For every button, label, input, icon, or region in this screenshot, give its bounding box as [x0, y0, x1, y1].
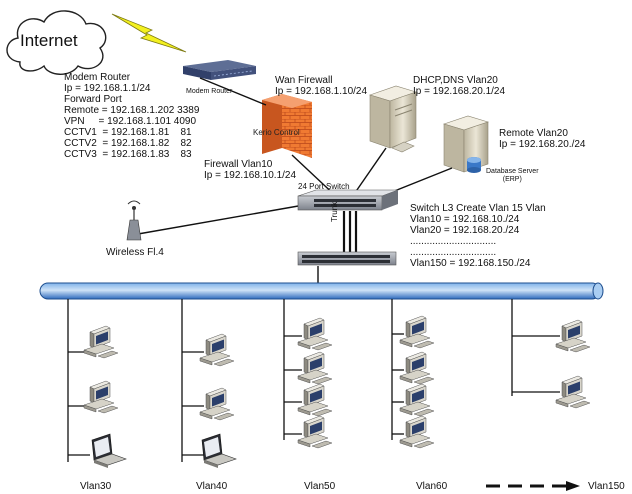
- switch-l3-line: ...............................: [410, 236, 497, 247]
- wan-firewall-ip: Ip = 192.168.1.10/24: [275, 86, 368, 97]
- desktop-pc-icon: [399, 415, 435, 449]
- lan-firewall-info: Firewall Vlan10 Ip = 192.168.10.1/24: [204, 159, 296, 181]
- forward-entry: VPN = 192.168.1.101 4090: [64, 116, 197, 127]
- switch-icon: [297, 251, 397, 266]
- firewall-icon: [262, 94, 312, 158]
- wireless-label: Wireless Fl.4: [106, 247, 164, 258]
- arrow-right-icon: [486, 481, 580, 491]
- desktop-pc-icon: [399, 351, 435, 385]
- lan-firewall-ip: Ip = 192.168.10.1/24: [204, 170, 297, 181]
- cloud-label: Internet: [20, 31, 78, 50]
- laptop-icon: [91, 433, 127, 469]
- wan-firewall-title: Wan Firewall: [275, 75, 333, 86]
- vlan-label: Vlan60: [416, 481, 448, 492]
- server-icon: [443, 115, 489, 173]
- forward-entry: CCTV2 = 192.168.1.82 82: [64, 138, 192, 149]
- desktop-pc-icon: [297, 415, 333, 449]
- dhcp-server-ip: Ip = 192.168.20.1/24: [413, 86, 506, 97]
- database-server-label-1: Database Server: [486, 168, 539, 175]
- desktop-pc-icon: [555, 319, 591, 353]
- desktop-pc-icon: [199, 387, 235, 421]
- switch-l3-title: Switch L3 Create Vlan 15 Vlan: [410, 203, 546, 214]
- vlan-label: Vlan150: [588, 481, 625, 492]
- desktop-pc-icon: [83, 380, 119, 414]
- database-server-label-2: (ERP): [502, 176, 522, 183]
- vlan-label: Vlan50: [304, 481, 336, 492]
- vlan-label: Vlan40: [196, 481, 228, 492]
- switch-l3-line: Vlan10 = 192.168.10./24: [410, 214, 520, 225]
- modem-router-icon: [183, 60, 256, 80]
- remote-server-ip: Ip = 192.168.20./24: [499, 139, 586, 150]
- firewall-device-label: Kerio Control: [253, 128, 300, 137]
- switch-icon: [297, 189, 399, 211]
- switch-l3-line: Vlan150 = 192.168.150./24: [410, 258, 531, 269]
- modem-info: Modem Router Ip = 192.168.1.1/24 Forward…: [64, 72, 199, 160]
- lan-firewall-title: Firewall Vlan10: [204, 159, 273, 170]
- switch-l3-line: ...............................: [410, 247, 497, 258]
- wireless-ap-icon: [126, 200, 142, 241]
- modem-ip: Ip = 192.168.1.1/24: [64, 83, 151, 94]
- desktop-pc-icon: [297, 383, 333, 417]
- dhcp-server-info: DHCP,DNS Vlan20 Ip = 192.168.20.1/24: [413, 75, 505, 97]
- trunk-label: Trunk: [330, 201, 339, 222]
- desktop-pc-icon: [399, 383, 435, 417]
- desktop-pc-icon: [555, 375, 591, 409]
- modem-device-label: Modem Router: [186, 88, 233, 95]
- trunk-link: [342, 211, 358, 254]
- desktop-pc-icon: [297, 317, 333, 351]
- laptop-icon: [201, 433, 237, 469]
- desktop-pc-icon: [297, 351, 333, 385]
- forward-entry: Remote = 192.168.1.202 3389: [64, 105, 200, 116]
- wan-firewall-info: Wan Firewall Ip = 192.168.1.10/24: [275, 75, 367, 97]
- cloud-icon: [6, 10, 107, 75]
- modem-title: Modem Router: [64, 72, 131, 83]
- dhcp-server-title: DHCP,DNS Vlan20: [413, 75, 498, 86]
- database-server-label: Database Server (ERP): [486, 168, 539, 184]
- desktop-pc-icon: [83, 325, 119, 359]
- switch-l3-info: Switch L3 Create Vlan 15 Vlan Vlan10 = 1…: [410, 203, 546, 269]
- switch24-label: 24 Port Switch: [298, 182, 350, 191]
- desktop-pc-icon: [399, 315, 435, 349]
- backbone-cable: [39, 282, 604, 300]
- forward-entry: CCTV3 = 192.168.1.83 83: [64, 149, 192, 160]
- remote-server-info: Remote Vlan20 Ip = 192.168.20./24: [499, 128, 585, 150]
- remote-server-title: Remote Vlan20: [499, 128, 568, 139]
- switch-l3-line: Vlan20 = 192.168.20./24: [410, 225, 520, 236]
- lightning-icon: [111, 13, 187, 53]
- server-icon: [369, 85, 417, 153]
- forward-entry: CCTV1 = 192.168.1.81 81: [64, 127, 192, 138]
- vlan-label: Vlan30: [80, 481, 112, 492]
- forward-title: Forward Port: [64, 94, 122, 105]
- desktop-pc-icon: [199, 333, 235, 367]
